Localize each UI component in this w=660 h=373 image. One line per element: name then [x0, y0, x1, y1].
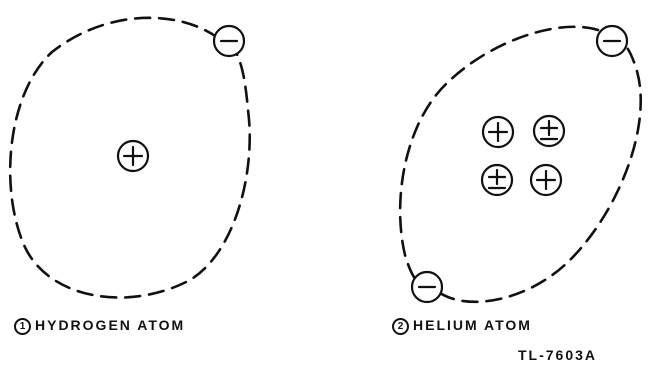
hydrogen-atom	[8, 16, 252, 299]
helium-electron-icon	[410, 270, 444, 304]
hydrogen-electron-icon	[212, 24, 246, 58]
helium-caption-text: HELIUM ATOM	[413, 317, 532, 333]
hydrogen-proton-icon	[116, 139, 150, 173]
figure-id: TL-7603A	[518, 347, 598, 363]
hydrogen-orbit	[8, 16, 252, 299]
helium-electron-icon	[595, 24, 629, 58]
helium-proton-icon	[481, 115, 515, 149]
helium-orbit	[398, 25, 643, 304]
hydrogen-caption-text: HYDROGEN ATOM	[35, 317, 186, 333]
helium-number-badge: 2	[392, 318, 409, 335]
helium-proton-icon	[529, 163, 563, 197]
helium-atom	[398, 24, 643, 304]
helium-neutron-icon	[532, 114, 566, 148]
hydrogen-number-badge: 1	[14, 318, 31, 335]
helium-neutron-icon	[480, 163, 514, 197]
